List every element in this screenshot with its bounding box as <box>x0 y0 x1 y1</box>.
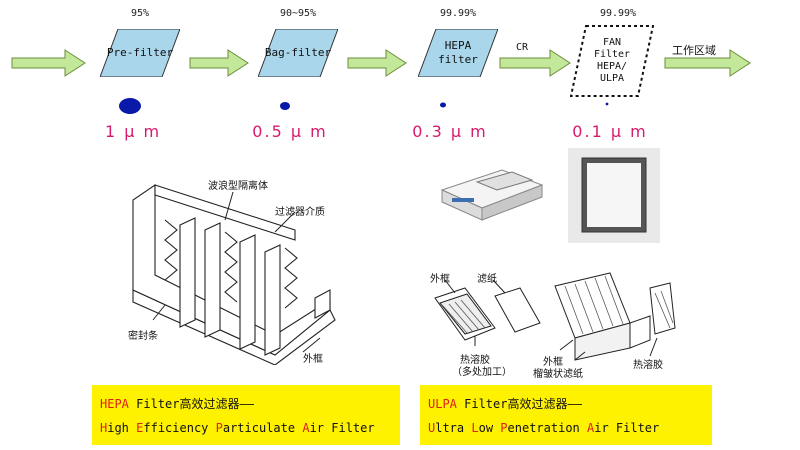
ulpa-word-rest: ir Filter <box>594 421 660 435</box>
hepa-word-rest: ir Filter <box>309 421 375 435</box>
label-outer-frame-right: 外框 <box>543 357 563 368</box>
hepa-title-rest: Filter高效过滤器—— <box>128 397 254 411</box>
work-area-label: 工作区域 <box>672 44 716 57</box>
arrow-3-4 <box>499 49 571 77</box>
hepa-word-initial: A <box>302 421 310 435</box>
efficiency-prefilter: 95% <box>130 8 150 19</box>
ulpa-definition-box: ULPA Filter高效过滤器—— Ultra Low Penetration… <box>420 385 712 445</box>
label-outer-frame-left: 外框 <box>430 274 450 285</box>
hepa-panel-photo <box>568 148 660 243</box>
ulpa-word-rest: enetration <box>507 421 587 435</box>
particle-dot-05um <box>280 102 290 110</box>
hepa-word-rest: igh <box>107 421 137 435</box>
hepa-definition-title: HEPA Filter高效过滤器—— <box>100 395 254 412</box>
hepa-filter-drawing <box>132 183 336 365</box>
label-wave-separator: 波浪型隔离体 <box>208 181 268 192</box>
efficiency-hepa: 99.99% <box>439 8 477 19</box>
efficiency-fan: 99.99% <box>599 8 637 19</box>
particle-size-1um: 1 μ m <box>104 122 162 141</box>
particle-dot-03um <box>440 102 446 108</box>
efficiency-bagfilter: 90~95% <box>279 8 317 19</box>
arrow-outlet <box>664 49 751 77</box>
hepa-label: HEPA filter <box>438 39 478 66</box>
hepa-word-initial: H <box>100 421 108 435</box>
cr-label: CR <box>516 42 529 53</box>
hepa-definition-box: HEPA Filter高效过滤器—— High Efficiency Parti… <box>92 385 400 445</box>
particle-dot-01um <box>605 102 609 106</box>
ulpa-word-initial: A <box>587 421 595 435</box>
particle-dot-1um <box>119 98 141 114</box>
hepa-word-rest: articulate <box>222 421 303 435</box>
bagfilter-box: Bag-filter <box>258 29 338 77</box>
bagfilter-label: Bag-filter <box>264 46 332 59</box>
label-hotmelt-left-sub: （多处加工） <box>452 367 512 378</box>
hepa-box: HEPA filter <box>418 29 498 77</box>
hepa-word-initial: P <box>215 421 223 435</box>
fan-filter-box: FAN Filter HEPA/ ULPA <box>570 25 654 97</box>
arrow-inlet <box>11 49 86 77</box>
particle-dots <box>119 98 609 114</box>
ulpa-word-rest: ltra <box>435 421 472 435</box>
hepa-word-initial: E <box>136 421 144 435</box>
ulpa-definition-expansion: Ultra Low Penetration Air Filter <box>428 421 659 435</box>
ulpa-word-initial: U <box>428 421 436 435</box>
label-seal-strip: 密封条 <box>128 331 158 342</box>
label-filter-paper: 滤纸 <box>477 274 497 285</box>
ulpa-filter-drawing <box>434 272 676 361</box>
ulpa-word-rest: ow <box>478 421 501 435</box>
flow-arrows <box>11 49 751 77</box>
particle-size-05um: 0.5 μ m <box>252 122 328 141</box>
label-outer-frame-hepa: 外框 <box>303 354 323 365</box>
ulpa-title-rest: Filter高效过滤器—— <box>456 397 582 411</box>
arrow-2-3 <box>347 49 407 77</box>
laminar-unit-photo <box>440 169 544 221</box>
fan-filter-label: FAN Filter HEPA/ ULPA <box>593 37 631 84</box>
hepa-word-rest: fficiency <box>143 421 216 435</box>
label-hotmelt-right: 热溶胶 <box>633 360 663 371</box>
ulpa-definition-title: ULPA Filter高效过滤器—— <box>428 395 582 412</box>
label-hotmelt-left: 热溶胶 <box>460 355 490 366</box>
ulpa-acronym: ULPA <box>428 397 457 411</box>
prefilter-box: Pre-filter <box>100 29 180 77</box>
label-pleated-paper: 榴皱状滤纸 <box>533 369 583 380</box>
particle-size-03um: 0.3 μ m <box>412 122 488 141</box>
hepa-definition-expansion: High Efficiency Particulate Air Filter <box>100 421 375 435</box>
label-filter-media: 过滤器介质 <box>275 207 325 218</box>
ulpa-word-initial: P <box>500 421 508 435</box>
ulpa-word-initial: L <box>471 421 479 435</box>
prefilter-label: Pre-filter <box>106 46 174 59</box>
hepa-acronym: HEPA <box>100 397 129 411</box>
particle-size-01um: 0.1 μ m <box>572 122 648 141</box>
arrow-1-2 <box>189 49 249 77</box>
